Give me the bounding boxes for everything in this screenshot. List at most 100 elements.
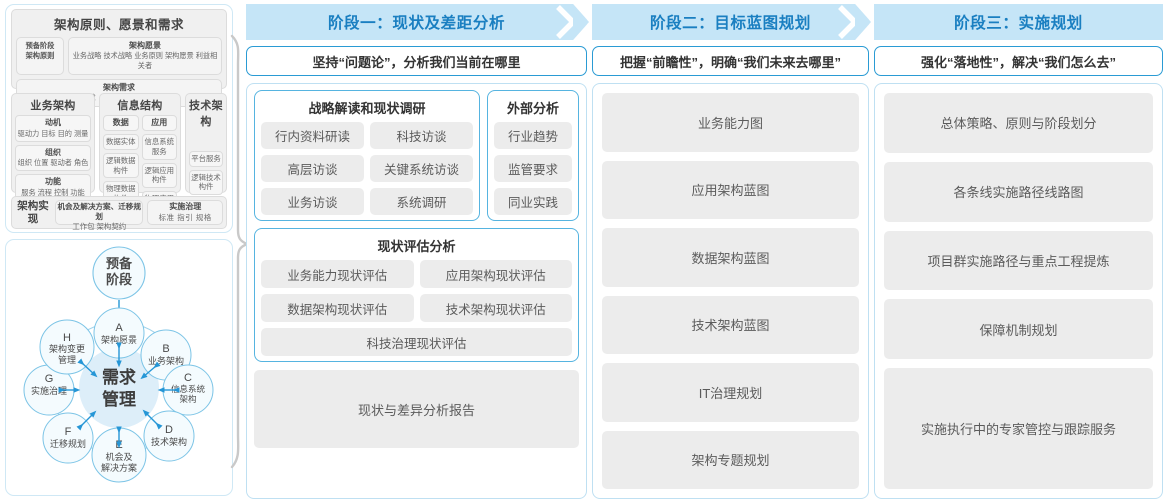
- cell-sub: 信息系统服务: [144, 137, 175, 157]
- adm-cycle-panel: 预备 阶段 需求 管理 A 架构愿景 B 业务架构 C: [5, 239, 233, 496]
- list-item[interactable]: 数据架构蓝图: [602, 228, 859, 287]
- cell-sub: 平台服务: [191, 154, 221, 163]
- svg-text:解决方案: 解决方案: [101, 462, 137, 473]
- list-item[interactable]: 科技访谈: [370, 122, 473, 149]
- phase-3-body: 总体策略、原则与阶段划分 各条线实施路径线路图 项目群实施路径与重点工程提炼 保…: [874, 83, 1163, 499]
- vision-title: 架构愿景: [129, 41, 161, 50]
- svg-text:迁移规划: 迁移规划: [50, 438, 86, 449]
- list-item[interactable]: 同业实践: [494, 188, 572, 215]
- list-item[interactable]: 项目群实施路径与重点工程提炼: [884, 230, 1153, 291]
- current-state-assessment-items: 业务能力现状评估 应用架构现状评估 数据架构现状评估 技术架构现状评估: [261, 260, 572, 322]
- list-item[interactable]: 业务能力图: [602, 93, 859, 152]
- svg-text:信息系统: 信息系统: [171, 384, 206, 394]
- box-sub: 标准 指引 规格: [158, 212, 212, 222]
- group-title: 架构原则、愿景和需求: [53, 18, 184, 32]
- implementation-governance-box: 实施治理 标准 指引 规格: [147, 200, 223, 225]
- list-item[interactable]: 行业趋势: [494, 122, 572, 149]
- adm-center-node: [79, 348, 159, 428]
- list-item[interactable]: 技术架构现状评估: [419, 294, 572, 322]
- information-structure-title: 信息结构: [117, 100, 163, 112]
- cell-title: 数据: [112, 118, 129, 127]
- adm-node-f: [42, 412, 94, 464]
- phase-3-header: 阶段三：实施规划: [874, 4, 1163, 40]
- architecture-realization-row: 架构实现 机会及解决方案、迁移规划 工作包 架构契约 实施治理 标准 指引 规格: [11, 196, 227, 231]
- preliminary-title: 预备阶段: [25, 41, 55, 50]
- svg-text:F: F: [65, 426, 72, 438]
- adm-prelim-line1: 预备: [106, 256, 133, 271]
- togaf-content-framework-panel: 架构原则、愿景和需求 预备阶段 架构原则 架构愿景 业务战略 技术战略 业务原则…: [5, 4, 233, 233]
- architecture-principles-vision-requirements-group: 架构原则、愿景和需求 预备阶段 架构原则 架构愿景 业务战略 技术战略 业务原则…: [11, 9, 227, 108]
- svg-text:业务架构: 业务架构: [148, 355, 184, 366]
- phase-2-statement: 把握“前瞻性”，明确“我们未来去哪里”: [592, 46, 869, 76]
- architecture-realization-label: 架构实现: [17, 199, 49, 225]
- logical-data-component-cell: 逻辑数据构件: [103, 153, 139, 179]
- adm-cycle-diagram: 预备 阶段 需求 管理 A 架构愿景 B 业务架构 C: [23, 246, 214, 483]
- list-item[interactable]: 科技治理现状评估: [261, 328, 572, 356]
- list-item[interactable]: 监管要求: [494, 155, 572, 182]
- cell-sub: 逻辑数据构件: [105, 156, 136, 175]
- cell-sub: 组织 位置 驱动者 角色: [17, 158, 89, 168]
- list-item[interactable]: IT治理规划: [602, 363, 859, 422]
- list-item[interactable]: 架构专题规划: [602, 430, 859, 489]
- architecture-domains-row: 业务架构 动机 驱动力 目标 目的 测量 组织 组织 位置 驱动者 角色 功能 …: [11, 93, 227, 224]
- list-item[interactable]: 实施执行中的专家管控与跟踪服务: [884, 368, 1153, 489]
- data-header-cell: 数据: [103, 115, 139, 132]
- information-system-service-cell: 信息系统服务: [141, 134, 177, 160]
- svg-text:B: B: [162, 343, 169, 355]
- cell-sub: 服务 流程 控制 功能: [21, 187, 85, 197]
- list-item[interactable]: 业务能力现状评估: [261, 260, 414, 288]
- list-item[interactable]: 应用架构蓝图: [602, 160, 859, 219]
- phase-1-header: 阶段一：现状及差距分析: [246, 4, 587, 40]
- box-title: 实施治理: [169, 202, 202, 212]
- gap-analysis-report-card[interactable]: 现状与差异分析报告: [254, 370, 579, 448]
- business-cell-organization: 组织 组织 位置 驱动者 角色: [15, 144, 91, 172]
- list-item[interactable]: 技术架构蓝图: [602, 295, 859, 354]
- list-item[interactable]: 系统调研: [370, 188, 473, 215]
- phase-1-column: 阶段一：现状及差距分析 坚持“问题论”，分析我们当前在哪里 战略解读和现状调研 …: [246, 4, 587, 499]
- list-item[interactable]: 高层访谈: [261, 155, 364, 182]
- current-state-assessment-card: 现状评估分析 业务能力现状评估 应用架构现状评估 数据架构现状评估 技术架构现状…: [254, 228, 579, 362]
- list-item[interactable]: 数据架构现状评估: [261, 294, 414, 322]
- business-architecture-column: 业务架构 动机 驱动力 目标 目的 测量 组织 组织 位置 驱动者 角色 功能 …: [11, 93, 95, 201]
- list-item[interactable]: 保障机制规划: [884, 299, 1153, 360]
- phase-3-statement: 强化“落地性”，解决“我们怎么去”: [874, 46, 1163, 76]
- preliminary-phase-box: 预备阶段 架构原则: [16, 37, 64, 75]
- list-item[interactable]: 关键系统访谈: [370, 155, 473, 182]
- cell-title: 动机: [45, 118, 61, 127]
- svg-text:管理: 管理: [58, 354, 76, 365]
- strategy-research-card: 战略解读和现状调研 行内资料研读 科技访谈 高层访谈 关键系统访谈 业务访谈 系…: [254, 90, 480, 221]
- architecture-vision-box: 架构愿景 业务战略 技术战略 业务原则 架构愿景 利益相关者: [68, 37, 222, 75]
- strategy-research-title: 战略解读和现状调研: [308, 101, 426, 116]
- phase-1-statement: 坚持“问题论”，分析我们当前在哪里: [246, 46, 587, 76]
- list-item[interactable]: 业务访谈: [261, 188, 364, 215]
- information-structure-column: 信息结构 数据 数据实体 逻辑数据构件: [99, 93, 181, 217]
- svg-text:架构: 架构: [179, 394, 196, 404]
- logical-application-component-cell: 逻辑应用构件: [141, 162, 177, 188]
- box-title: 机会及解决方案、迁移规划: [57, 202, 141, 221]
- external-analysis-title: 外部分析: [506, 101, 559, 116]
- cell-sub: 逻辑技术构件: [191, 172, 221, 192]
- cell-title: 功能: [45, 177, 61, 187]
- adm-center-line1: 需求: [102, 367, 136, 387]
- svg-text:实施治理: 实施治理: [31, 385, 67, 396]
- svg-text:D: D: [165, 424, 173, 436]
- business-architecture-title: 业务架构: [30, 100, 76, 112]
- left-column: 架构原则、愿景和需求 预备阶段 架构原则 架构愿景 业务战略 技术战略 业务原则…: [5, 4, 233, 496]
- phase-chevron-separator-2: [838, 4, 872, 40]
- list-item[interactable]: 行内资料研读: [261, 122, 364, 149]
- data-entity-cell: 数据实体: [103, 134, 139, 151]
- cell-sub: 逻辑应用构件: [144, 165, 175, 185]
- list-item[interactable]: 应用架构现状评估: [419, 260, 572, 288]
- list-item[interactable]: 各条线实施路径线路图: [884, 161, 1153, 222]
- svg-text:A: A: [115, 322, 123, 334]
- phase-2-header: 阶段二：目标蓝图规划: [592, 4, 869, 40]
- list-item[interactable]: 总体策略、原则与阶段划分: [884, 93, 1153, 153]
- cell-title: 组织: [45, 147, 61, 157]
- phase-1-body: 战略解读和现状调研 行内资料研读 科技访谈 高层访谈 关键系统访谈 业务访谈 系…: [246, 83, 587, 499]
- cell-sub: 数据实体: [105, 137, 136, 147]
- external-analysis-card: 外部分析 行业趋势 监管要求 同业实践: [487, 90, 579, 221]
- phase-2-body: 业务能力图 应用架构蓝图 数据架构蓝图 技术架构蓝图 IT治理规划 架构专题规划: [592, 83, 869, 499]
- preliminary-sub: 架构原则: [25, 50, 55, 60]
- current-state-assessment-title: 现状评估分析: [377, 239, 456, 254]
